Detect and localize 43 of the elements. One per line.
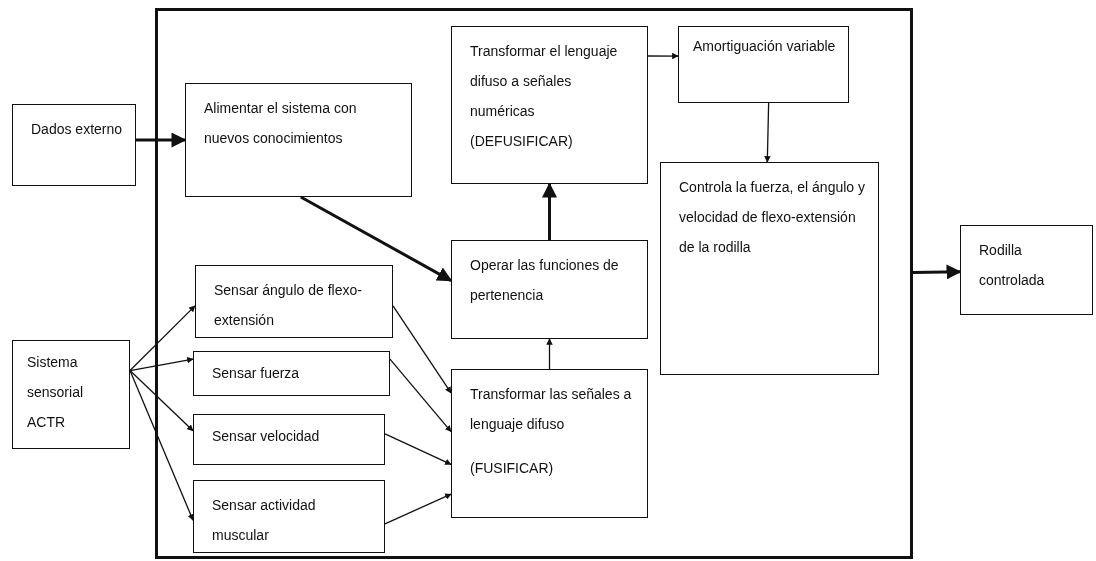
arrow [136,132,187,148]
box-label: Sensar ángulo de flexo-extensión [214,281,363,330]
process-box [678,26,849,103]
process-box [960,225,1093,315]
process-box [451,240,648,339]
arrow [129,356,194,372]
box-label: Alimentar el sistema con nuevos conocimientos [204,99,358,148]
process-box [451,369,648,518]
box-label: Sensar velocidad [212,427,321,446]
arrow [129,369,194,432]
process-box [195,265,393,338]
arrow [764,102,771,163]
box-label: Dados externo [31,120,124,139]
system-boundary-box [155,8,913,559]
process-box [12,340,130,449]
arrow [647,52,679,60]
box-label: Sistema sensorial ACTR [27,353,85,432]
process-box [193,480,385,553]
process-box [451,26,648,184]
arrow [392,305,452,394]
arrow [129,369,194,521]
box-label: Sensar actividad muscular [212,496,317,545]
process-box [185,83,412,197]
arrow [384,493,452,525]
arrow [912,264,962,280]
box-label: Amortiguación variable [693,37,837,56]
arrow [129,305,196,372]
arrow [542,182,557,240]
box-label: Controla la fuerza, el ángulo y velocidad de flexo-extensión de la rodilla [679,178,866,257]
process-box [193,351,390,396]
box-label: Transformar las señales a lenguaje difuso [470,385,633,434]
arrow [546,338,553,370]
process-box [660,162,879,375]
box-label: Sensar fuerza [212,364,301,383]
arrow [389,358,452,433]
box-label: (FUSIFICAR) [470,459,555,478]
box-label: Operar las funciones de pertenencia [470,256,620,305]
process-box [12,104,136,186]
arrow [384,433,452,465]
box-label: Transformar el lenguaje difuso a señales numéricas (DEFUSIFICAR) [470,42,619,151]
box-label: Rodilla controlada [979,241,1046,290]
process-box [193,414,385,465]
arrow [300,195,453,282]
